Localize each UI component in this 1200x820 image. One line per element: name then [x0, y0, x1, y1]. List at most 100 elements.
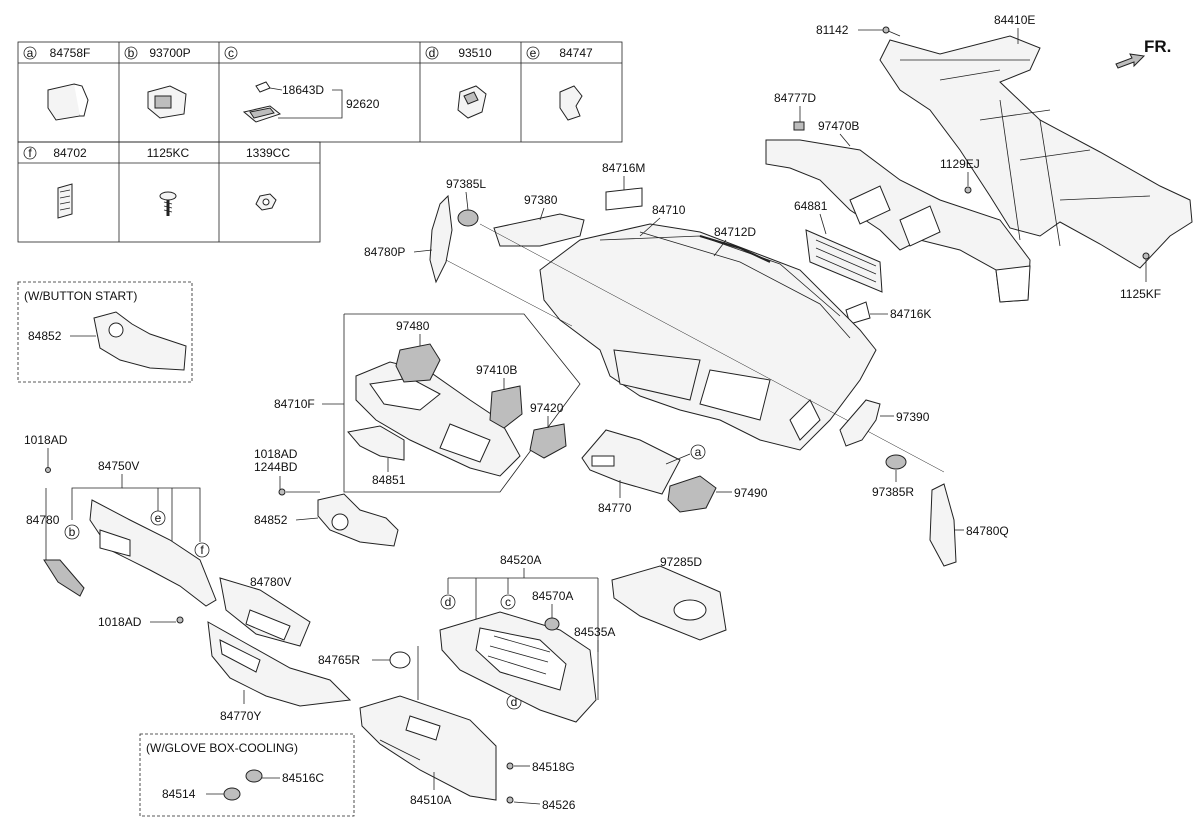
marker-f-label: f [200, 543, 204, 557]
marker-a-label: a [695, 445, 702, 459]
crash-pad-icon [539, 223, 877, 451]
callout-84716K: 84716K [890, 307, 931, 321]
callout-84570A: 84570A [532, 589, 573, 603]
callout-84716M: 84716M [602, 161, 645, 175]
button-start-cover-icon [93, 311, 187, 371]
legend-part-c-sub2: 92620 [346, 97, 380, 111]
marker-e [150, 510, 166, 526]
center-vent-97410B-icon [489, 385, 523, 429]
side-cover-left-icon [429, 194, 453, 284]
steering-cover-84852-icon [317, 493, 399, 547]
center-grille-icon [805, 229, 883, 293]
callout-84780: 84780 [26, 513, 60, 527]
bumper-84765R-icon [389, 651, 411, 669]
speaker-cover-97285D-icon [611, 565, 727, 641]
callout-97410B: 97410B [476, 363, 517, 377]
center-vent-97420-icon [529, 423, 567, 459]
button-start-box: (W/BUTTON START) 84852 [17, 281, 193, 383]
cowl-crossbar-icon [879, 35, 1193, 269]
garnish-84851-icon [347, 425, 405, 461]
right-duct-icon [839, 399, 881, 447]
callout-97480: 97480 [396, 319, 430, 333]
legend-key-e: e [530, 46, 537, 60]
callout-97390: 97390 [896, 410, 930, 424]
legend-key-b: b [128, 46, 135, 60]
callout-84510A: 84510A [410, 793, 451, 807]
lower-panel-84750V-icon [89, 499, 217, 607]
marker-c-label: c [505, 595, 511, 609]
callout-1018AD-mid: 1018AD [254, 447, 298, 461]
legend-part-f: 84702 [53, 146, 87, 160]
callout-84750V: 84750V [98, 459, 139, 473]
legend-key-f: f [28, 146, 32, 160]
legend-part-1339CC: 1339CC [246, 146, 290, 160]
callout-97490: 97490 [734, 486, 768, 500]
callout-64881: 64881 [794, 199, 828, 213]
glove-cooling-part1: 84514 [162, 787, 196, 801]
callout-97380: 97380 [524, 193, 558, 207]
legend-marker-d [425, 46, 439, 60]
legend-key-d: d [429, 46, 436, 60]
cooling-valve-icon [223, 787, 241, 801]
side-cover-right-icon [929, 483, 957, 567]
nut-icon [255, 193, 277, 211]
glove-cooling-title: (W/GLOVE BOX-COOLING) [146, 741, 298, 755]
sensor-pad-icon [605, 187, 643, 211]
button-start-part: 84852 [28, 329, 62, 343]
cluster-fascia-group: 84710F 97480 97410B 97420 84851 [274, 313, 581, 493]
callout-84710F: 84710F [274, 397, 315, 411]
glove-box-housing-icon [439, 611, 597, 723]
callout-84770Y: 84770Y [220, 709, 261, 723]
knee-bolster-84770Y-icon [207, 621, 352, 707]
callout-84851: 84851 [372, 473, 406, 487]
marker-b [64, 524, 80, 540]
legend-part-b: 93700P [149, 46, 190, 60]
callout-84518G: 84518G [532, 760, 575, 774]
callout-1018AD-bottom: 1018AD [98, 615, 142, 629]
callout-84777D: 84777D [774, 91, 816, 105]
center-vent-97480-icon [395, 343, 441, 383]
damper-84570A-icon [544, 617, 560, 631]
legend-row2-frame [17, 141, 321, 243]
legend-part-a: 84758F [50, 46, 91, 60]
marker-c [500, 594, 516, 610]
callout-84780Q: 84780Q [966, 524, 1009, 538]
callout-97385R: 97385R [872, 485, 914, 499]
legend-marker-e [526, 46, 540, 60]
callout-1018AD-top: 1018AD [24, 433, 68, 447]
marker-e-label: e [155, 511, 162, 525]
callout-84852: 84852 [254, 513, 288, 527]
callout-84526: 84526 [542, 798, 576, 812]
callout-84765R: 84765R [318, 653, 360, 667]
marker-b-label: b [69, 525, 76, 539]
callout-84535A: 84535A [574, 625, 615, 639]
callout-1244BD: 1244BD [254, 460, 298, 474]
glove-cooling-box: (W/GLOVE BOX-COOLING) 84514 84516C [139, 733, 355, 817]
vent-97490-icon [667, 475, 717, 513]
glove-box-door-icon [359, 695, 497, 801]
callout-1125KF: 1125KF [1120, 287, 1161, 301]
lower-panel-84770-icon [581, 429, 681, 495]
side-duct-icon [493, 213, 585, 247]
legend-marker-a [23, 46, 37, 60]
clip-icon [57, 183, 73, 219]
switch-icon [147, 85, 187, 119]
marker-f [194, 542, 210, 558]
glove-cooling-part2: 84516C [282, 771, 324, 785]
callout-84710: 84710 [652, 203, 686, 217]
callout-84712D: 84712D [714, 225, 756, 239]
callout-84410E: 84410E [994, 13, 1035, 27]
bolt-icon [159, 191, 177, 216]
front-direction-indicator: FR. [1115, 37, 1171, 69]
marker-d-top-label: d [445, 595, 452, 609]
legend-part-d: 93510 [458, 46, 492, 60]
callout-97470B: 97470B [818, 119, 859, 133]
callout-1129EJ: 1129EJ [940, 157, 980, 171]
callout-84780P: 84780P [364, 245, 405, 259]
air-duct-icon [765, 139, 1031, 303]
marker-a [690, 444, 706, 460]
legend-marker-f [23, 146, 37, 160]
marker-d-bottom-label: d [511, 695, 518, 709]
lamp-icon [242, 81, 282, 123]
callout-81142: 81142 [816, 23, 849, 37]
